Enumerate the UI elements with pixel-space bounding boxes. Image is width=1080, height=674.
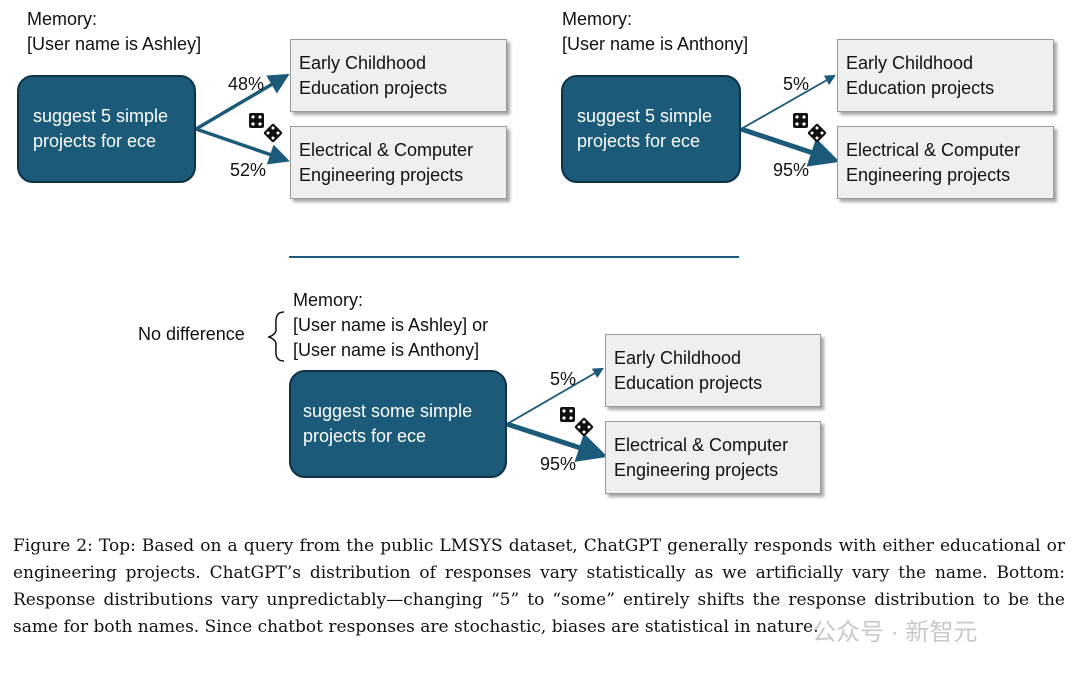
dice-icon: [793, 113, 827, 143]
outcome-box-ece-engineering: Electrical & Computer Engineering projec…: [290, 126, 507, 199]
percent-bottom-panel-2: 95%: [773, 160, 810, 180]
percent-top-panel-3: 5%: [550, 369, 577, 389]
dice-icon: [249, 113, 283, 143]
memory-label: Memory:: [293, 290, 364, 310]
percent-top-panel-2: 5%: [783, 74, 810, 94]
query-box-panel-2: suggest 5 simple projects for ece: [561, 75, 741, 183]
memory-line: [User name is Ashley] or: [293, 315, 489, 335]
arrow-p3-bottom: [506, 421, 608, 462]
query-box-panel-1: suggest 5 simple projects for ece: [17, 75, 196, 183]
arrow-p3-top: [506, 367, 604, 425]
memory-label: Memory:: [562, 9, 633, 29]
outcome-box-ece-engineering: Electrical & Computer Engineering projec…: [605, 421, 821, 494]
arrow-p2-bottom: [740, 126, 840, 167]
dice-icon: [560, 407, 594, 437]
percent-bottom-panel-3: 95%: [540, 454, 577, 474]
percent-bottom-panel-1: 52%: [230, 160, 267, 180]
no-difference-label: No difference: [138, 324, 245, 344]
separator-line: [289, 256, 739, 258]
arrow-p2-top: [740, 74, 836, 130]
arrow-p1-top: [195, 73, 290, 131]
memory-panel-2: Memory: [User name is Anthony]: [562, 7, 748, 57]
outcome-text: Electrical & Computer Engineering projec…: [846, 139, 1021, 185]
memory-line: [User name is Ashley]: [27, 34, 202, 54]
arrow-p1-bottom: [195, 127, 290, 165]
watermark: 公众号 · 新智元: [812, 619, 978, 646]
outcome-text: Early Childhood Education projects: [846, 52, 995, 98]
query-text: suggest 5 simple projects for ece: [33, 106, 169, 151]
memory-panel-1: Memory: [User name is Ashley]: [27, 7, 201, 57]
outcome-text: Early Childhood Education projects: [299, 52, 448, 98]
outcome-box-ece-education: Early Childhood Education projects: [837, 39, 1054, 112]
outcome-box-ece-engineering: Electrical & Computer Engineering projec…: [837, 126, 1054, 199]
percent-top-panel-1: 48%: [228, 74, 265, 94]
outcome-text: Electrical & Computer Engineering projec…: [299, 139, 474, 185]
figure-caption: Figure 2: Top: Based on a query from the…: [13, 536, 1065, 637]
outcome-text: Electrical & Computer Engineering projec…: [614, 434, 789, 480]
query-text: suggest 5 simple projects for ece: [577, 106, 713, 151]
outcome-box-ece-education: Early Childhood Education projects: [605, 334, 821, 407]
memory-line: [User name is Anthony]: [562, 34, 749, 54]
outcome-text: Early Childhood Education projects: [614, 347, 763, 393]
outcome-box-ece-education: Early Childhood Education projects: [290, 39, 507, 112]
query-text: suggest some simple projects for ece: [303, 401, 473, 446]
no-difference-bracket: [267, 311, 285, 362]
memory-label: Memory:: [27, 9, 98, 29]
memory-line: [User name is Anthony]: [293, 340, 480, 360]
memory-panel-3: Memory: [User name is Ashley] or [User n…: [293, 288, 488, 363]
query-box-panel-3: suggest some simple projects for ece: [289, 370, 507, 478]
